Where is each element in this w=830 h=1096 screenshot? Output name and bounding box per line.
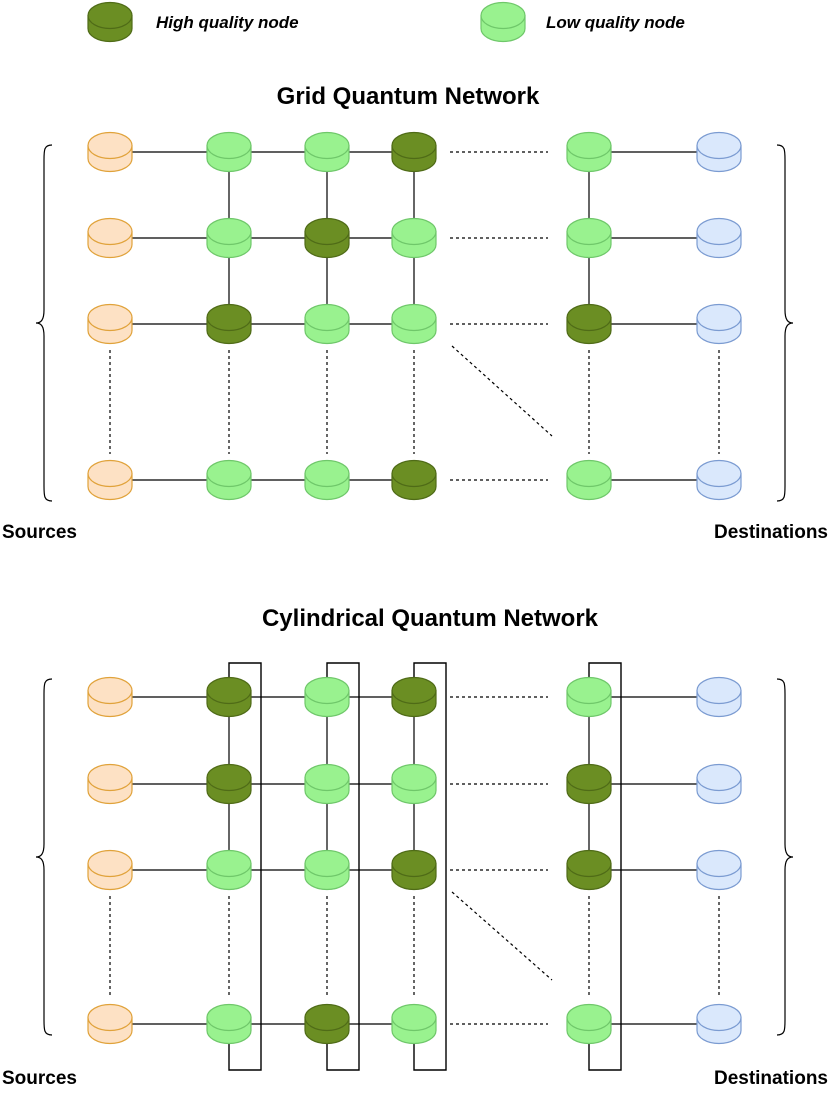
low-quality-node-icon: [391, 1003, 437, 1045]
destination-node-icon: [696, 459, 742, 501]
grid-destinations-label: Destinations: [714, 522, 828, 543]
high-quality-node-icon: [206, 763, 252, 805]
high-quality-node-icon: [87, 1, 133, 43]
legend-high-quality-label: High quality node: [156, 13, 299, 32]
low-quality-node-icon: [391, 763, 437, 805]
wrap-around-link: [588, 662, 622, 1071]
high-quality-node-icon: [206, 303, 252, 345]
wrap-around-link: [413, 662, 447, 1071]
legend-low-quality-node-icon: [480, 1, 526, 43]
cylindrical-sources-brace: [35, 678, 53, 1036]
source-node-icon: [87, 131, 133, 173]
cylindrical-destinations-brace: [776, 678, 794, 1036]
destination-node-icon: [696, 303, 742, 345]
grid-sources-label: Sources: [2, 522, 77, 543]
grid-destinations-brace: [776, 144, 794, 502]
high-quality-node-icon: [566, 763, 612, 805]
source-node-icon: [87, 217, 133, 259]
cylindrical-network-title: Cylindrical Quantum Network: [262, 605, 599, 632]
wrap-around-link: [228, 662, 262, 1071]
ellipsis-diagonal-link: [451, 345, 553, 437]
low-quality-node-icon: [206, 849, 252, 891]
high-quality-node-icon: [391, 676, 437, 718]
cylindrical-destinations-label: Destinations: [714, 1068, 828, 1089]
cylindrical-network: Cylindrical Quantum Network Sources Dest…: [2, 605, 828, 1089]
low-quality-node-icon: [391, 303, 437, 345]
high-quality-node-icon: [391, 849, 437, 891]
low-quality-node-icon: [566, 459, 612, 501]
source-node-icon: [87, 1003, 133, 1045]
wrap-around-link: [326, 662, 360, 1071]
low-quality-node-icon: [566, 676, 612, 718]
destination-node-icon: [696, 676, 742, 718]
legend-high-quality-node-icon: [87, 1, 133, 43]
source-node-icon: [87, 676, 133, 718]
ellipsis-diagonal-link: [451, 891, 553, 981]
low-quality-node-icon: [206, 131, 252, 173]
grid-network-title: Grid Quantum Network: [277, 83, 540, 110]
low-quality-node-icon: [304, 303, 350, 345]
grid-network: Grid Quantum Network Sources Destination…: [2, 83, 828, 543]
cylindrical-nodes: [87, 676, 742, 1045]
high-quality-node-icon: [304, 1003, 350, 1045]
low-quality-node-icon: [566, 1003, 612, 1045]
high-quality-node-icon: [206, 676, 252, 718]
destination-node-icon: [696, 849, 742, 891]
low-quality-node-icon: [480, 1, 526, 43]
high-quality-node-icon: [566, 849, 612, 891]
low-quality-node-icon: [304, 676, 350, 718]
low-quality-node-icon: [566, 217, 612, 259]
high-quality-node-icon: [566, 303, 612, 345]
destination-node-icon: [696, 1003, 742, 1045]
legend: High quality node Low quality node: [87, 1, 685, 43]
source-node-icon: [87, 303, 133, 345]
high-quality-node-icon: [391, 131, 437, 173]
cylindrical-sources-label: Sources: [2, 1068, 77, 1089]
low-quality-node-icon: [304, 763, 350, 805]
high-quality-node-icon: [391, 459, 437, 501]
source-node-icon: [87, 763, 133, 805]
low-quality-node-icon: [304, 459, 350, 501]
destination-node-icon: [696, 131, 742, 173]
source-node-icon: [87, 849, 133, 891]
low-quality-node-icon: [391, 217, 437, 259]
destination-node-icon: [696, 217, 742, 259]
grid-nodes: [87, 131, 742, 501]
low-quality-node-icon: [206, 1003, 252, 1045]
low-quality-node-icon: [304, 131, 350, 173]
low-quality-node-icon: [206, 217, 252, 259]
source-node-icon: [87, 459, 133, 501]
high-quality-node-icon: [304, 217, 350, 259]
low-quality-node-icon: [566, 131, 612, 173]
low-quality-node-icon: [206, 459, 252, 501]
legend-low-quality-label: Low quality node: [546, 13, 685, 32]
low-quality-node-icon: [304, 849, 350, 891]
destination-node-icon: [696, 763, 742, 805]
grid-sources-brace: [35, 144, 53, 502]
